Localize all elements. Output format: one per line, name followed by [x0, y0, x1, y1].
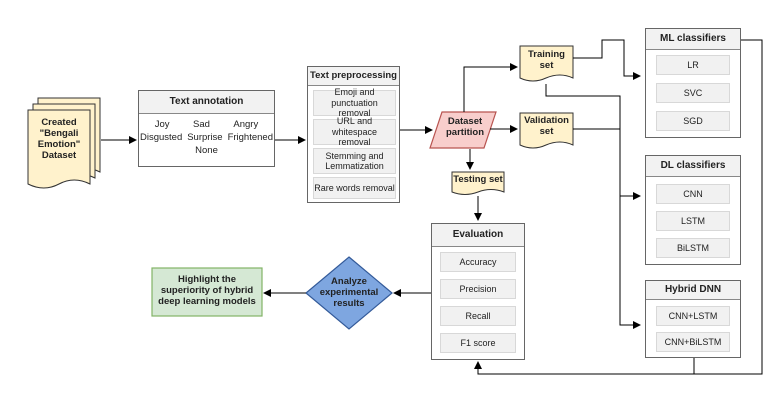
validation-set-shape — [519, 112, 574, 149]
metric-f1-score: F1 score — [440, 333, 516, 353]
emotion-angry: Angry — [233, 119, 259, 130]
dataset-partition-shape — [429, 111, 497, 149]
highlight-conclusion-label: Highlight the superiority of hybrid deep… — [158, 274, 256, 307]
dl-classifiers-title: DL classifiers — [646, 156, 740, 177]
evaluation-title: Evaluation — [432, 224, 524, 247]
dataset-label-line-4: Dataset — [41, 149, 77, 161]
analyze-results-label: Analyze experimental results — [319, 276, 379, 309]
text-preprocessing-title: Text preprocessing — [308, 67, 399, 86]
hybrid-dnn-box: Hybrid DNN CNN+LSTM CNN+BiLSTM — [645, 280, 741, 358]
emotion-sad: Sad — [193, 119, 210, 130]
emotion-surprise: Surprise — [187, 132, 223, 143]
ml-item-sgd: SGD — [656, 111, 730, 131]
dataset-label-line-3: Emotion" — [37, 138, 81, 150]
dl-item-bilstm: BiLSTM — [656, 238, 730, 258]
text-annotation-title: Text annotation — [139, 91, 274, 114]
highlight-box-shape — [151, 267, 263, 317]
ml-item-lr: LR — [656, 55, 730, 75]
dl-item-cnn: CNN — [656, 184, 730, 204]
preprocessing-step-rare-words: Rare words removal — [313, 177, 396, 199]
emotion-joy: Joy — [154, 119, 170, 130]
ml-classifiers-box: ML classifiers LR SVC SGD — [645, 28, 741, 138]
metric-accuracy: Accuracy — [440, 252, 516, 272]
dataset-document-stack — [27, 97, 101, 189]
emotion-frightened: Frightened — [227, 132, 273, 143]
metric-precision: Precision — [440, 279, 516, 299]
evaluation-box: Evaluation Accuracy Precision Recall F1 … — [431, 223, 525, 360]
emotion-disgusted: Disgusted — [140, 132, 183, 143]
text-annotation-box: Text annotation Joy Sad Angry Disgusted … — [138, 90, 275, 167]
dataset-label-line-1: Created — [41, 117, 77, 128]
training-set-label: Training set — [528, 49, 565, 71]
validation-set-label: Validation set — [524, 115, 569, 137]
ml-classifiers-title: ML classifiers — [646, 29, 740, 50]
training-set-shape — [519, 45, 574, 82]
ml-item-svc: SVC — [656, 83, 730, 103]
emotion-labels: Joy Sad Angry Disgusted Surprise Frighte… — [139, 114, 274, 156]
analyze-diamond-shape — [305, 256, 393, 330]
testing-set-shape — [451, 171, 505, 195]
dataset-label-line-2: "Bengali — [39, 127, 79, 139]
dl-item-lstm: LSTM — [656, 211, 730, 231]
dataset-partition-label: Dataset partition — [446, 116, 484, 138]
hybrid-item-cnn-bilstm: CNN+BiLSTM — [656, 332, 730, 352]
testing-set-label: Testing set — [453, 174, 503, 185]
dl-classifiers-box: DL classifiers CNN LSTM BiLSTM — [645, 155, 741, 265]
dataset-label: Created "Bengali Emotion" Dataset — [28, 117, 90, 162]
metric-recall: Recall — [440, 306, 516, 326]
hybrid-item-cnn-lstm: CNN+LSTM — [656, 306, 730, 326]
emotion-none: None — [195, 145, 218, 156]
hybrid-dnn-title: Hybrid DNN — [646, 281, 740, 300]
